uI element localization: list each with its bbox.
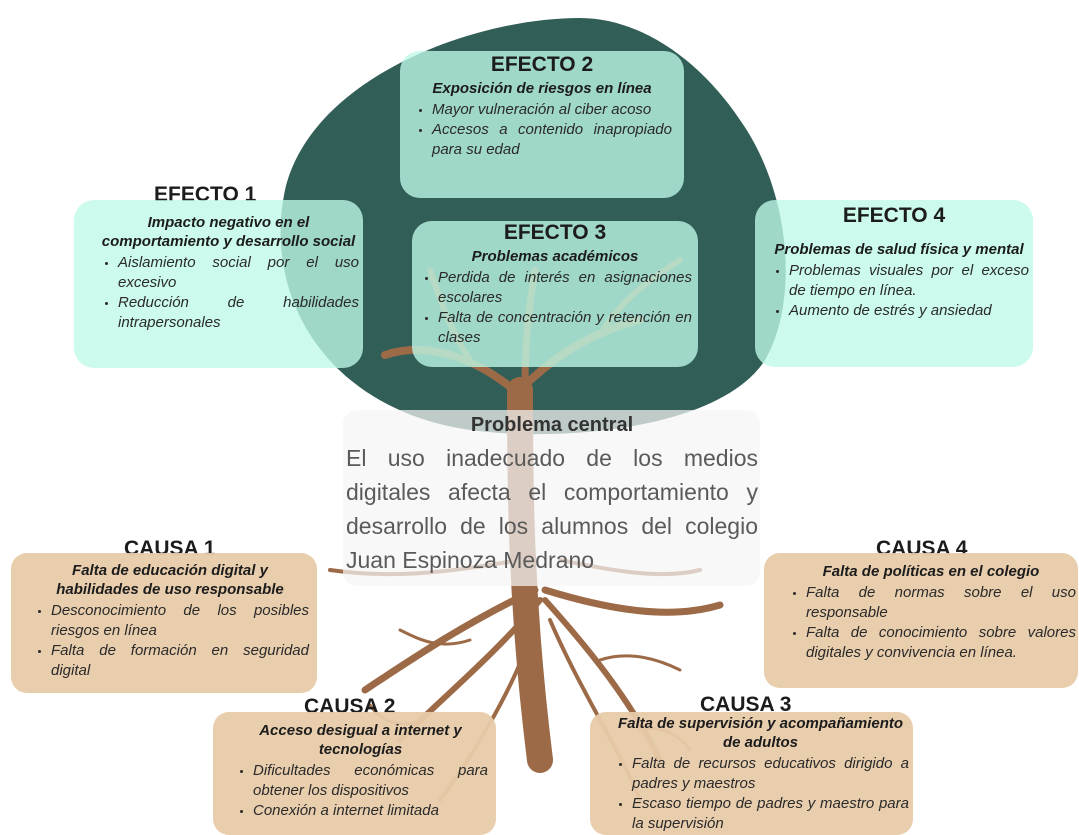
effect-2-item: Mayor vulneración al ciber acoso bbox=[432, 100, 672, 120]
effect-1-list: Aislamiento social por el uso excesivo R… bbox=[98, 253, 359, 333]
cause-3-heading: CAUSA 3 bbox=[700, 693, 792, 716]
effect-4-item: Aumento de estrés y ansiedad bbox=[789, 301, 1029, 321]
cause-3-list: Falta de recursos educativos dirigido a … bbox=[612, 754, 909, 834]
effect-3-box: EFECTO 3 Problemas académicos Perdida de… bbox=[412, 221, 698, 367]
effect-3-heading: EFECTO 3 bbox=[503, 221, 607, 244]
cause-1-box: Falta de educación digital y habilidades… bbox=[11, 553, 317, 693]
cause-1-subtitle: Falta de educación digital y habilidades… bbox=[56, 562, 284, 598]
central-problem-text: El uso inadecuado de los medios digitale… bbox=[346, 445, 758, 573]
cause-2-subtitle: Acceso desigual a internet y tecnologías bbox=[259, 722, 462, 758]
cause-3-item: Escaso tiempo de padres y maestro para l… bbox=[632, 794, 909, 834]
effect-2-heading: EFECTO 2 bbox=[490, 53, 594, 76]
cause-4-subtitle: Falta de políticas en el colegio bbox=[822, 563, 1040, 580]
cause-3-item: Falta de recursos educativos dirigido a … bbox=[632, 754, 909, 794]
cause-1-item: Falta de formación en seguridad digital bbox=[51, 641, 309, 681]
cause-4-box: Falta de políticas en el colegio Falta d… bbox=[764, 553, 1078, 688]
cause-1-item: Desconocimiento de los posibles riesgos … bbox=[51, 601, 309, 641]
effect-4-heading: EFECTO 4 bbox=[842, 204, 946, 227]
effect-1-item: Reducción de habilidades intrapersonales bbox=[118, 293, 359, 333]
cause-2-box: Acceso desigual a internet y tecnologías… bbox=[213, 712, 496, 835]
cause-4-item: Falta de conocimiento sobre valores digi… bbox=[806, 623, 1076, 663]
effect-4-box: EFECTO 4 Problemas de salud física y men… bbox=[755, 200, 1033, 367]
effect-3-item: Falta de concentración y retención en cl… bbox=[438, 308, 692, 348]
cause-2-item: Dificultades económicas para obtener los… bbox=[253, 761, 488, 801]
central-problem-title: Problema central bbox=[470, 414, 634, 436]
effect-3-list: Perdida de interés en asignaciones escol… bbox=[418, 268, 692, 348]
central-problem-box: Problema central El uso inadecuado de lo… bbox=[343, 410, 760, 586]
effect-4-item: Problemas visuales por el exceso de tiem… bbox=[789, 261, 1029, 301]
cause-3-box: Falta de supervisión y acompañamiento de… bbox=[590, 712, 913, 835]
effect-1-box: Impacto negativo en el comportamiento y … bbox=[74, 200, 363, 368]
effect-3-subtitle: Problemas académicos bbox=[471, 248, 639, 265]
effect-1-subtitle: Impacto negativo en el comportamiento y … bbox=[101, 214, 356, 250]
effect-4-list: Problemas visuales por el exceso de tiem… bbox=[769, 261, 1029, 321]
effect-3-item: Perdida de interés en asignaciones escol… bbox=[438, 268, 692, 308]
effect-1-item: Aislamiento social por el uso excesivo bbox=[118, 253, 359, 293]
effect-2-subtitle: Exposición de riesgos en línea bbox=[432, 80, 652, 97]
effect-4-subtitle: Problemas de salud física y mental bbox=[774, 241, 1024, 258]
effect-2-box: EFECTO 2 Exposición de riesgos en línea … bbox=[400, 51, 684, 198]
cause-3-subtitle: Falta de supervisión y acompañamiento de… bbox=[617, 715, 904, 751]
cause-4-list: Falta de normas sobre el uso responsable… bbox=[786, 583, 1076, 663]
cause-1-list: Desconocimiento de los posibles riesgos … bbox=[31, 601, 309, 681]
cause-2-list: Dificultades económicas para obtener los… bbox=[233, 761, 488, 821]
cause-4-item: Falta de normas sobre el uso responsable bbox=[806, 583, 1076, 623]
effect-2-list: Mayor vulneración al ciber acoso Accesos… bbox=[412, 100, 672, 160]
effect-2-item: Accesos a contenido inapropiado para su … bbox=[432, 120, 672, 160]
cause-2-item: Conexión a internet limitada bbox=[253, 801, 488, 821]
